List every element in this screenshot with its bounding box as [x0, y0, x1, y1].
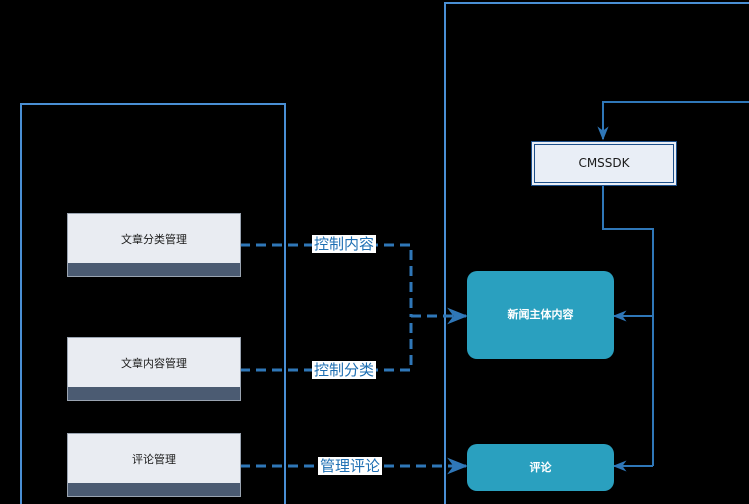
node-cmssdk[interactable]: CMSSDK [531, 141, 677, 186]
module-article-content-label: 文章内容管理 [121, 357, 187, 370]
connector-entry-to-sdk [597, 101, 749, 141]
edge-label-manage-comments: 管理评论 [318, 457, 383, 475]
node-comment[interactable]: 评论 [467, 444, 614, 491]
edge-label-control-content: 控制内容 [312, 235, 377, 253]
edge-label-control-category: 控制分类 [312, 361, 377, 379]
node-news-content[interactable]: 新闻主体内容 [467, 271, 614, 359]
module-comment-management[interactable]: 评论管理 [67, 433, 241, 497]
module-article-category[interactable]: 文章分类管理 [67, 213, 241, 277]
module-article-category-label: 文章分类管理 [121, 233, 187, 246]
module-comment-management-footer [68, 483, 240, 496]
connector-category-to-news [240, 243, 413, 316]
connector-sdk-bus [602, 186, 654, 466]
module-article-content-footer [68, 387, 240, 400]
connector-content-to-news [240, 316, 413, 372]
module-article-content[interactable]: 文章内容管理 [67, 337, 241, 401]
admin-frame [20, 103, 286, 504]
app-frame [444, 2, 749, 504]
module-comment-management-label: 评论管理 [132, 453, 176, 466]
module-article-category-footer [68, 263, 240, 276]
